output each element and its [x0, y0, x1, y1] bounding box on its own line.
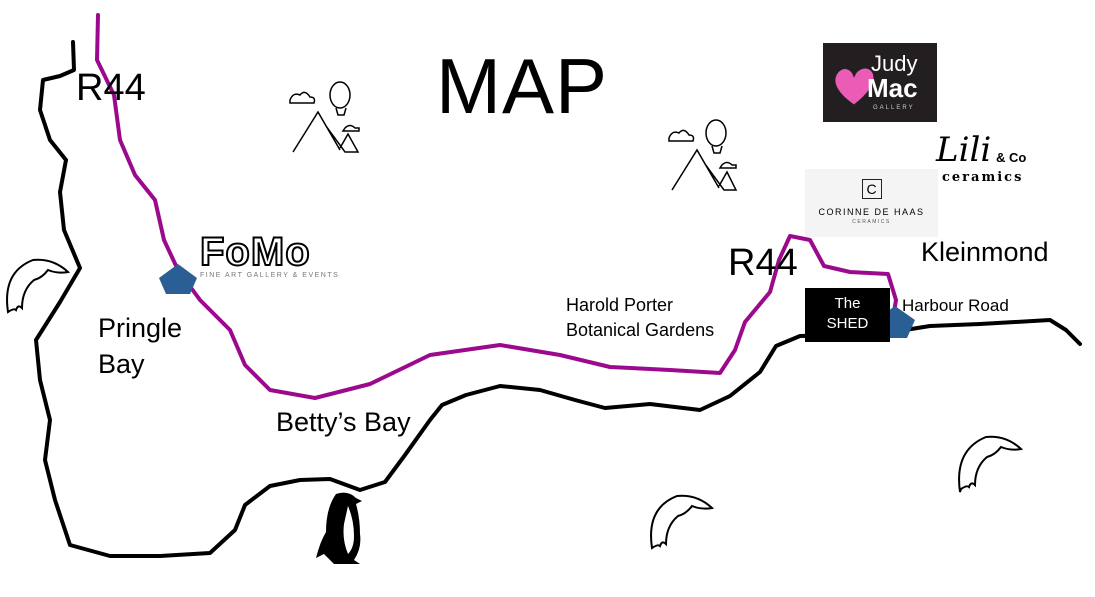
- lili-text: Lili: [936, 130, 992, 170]
- fomo-name: FoMo: [199, 230, 311, 274]
- lili-co-ceramics-logo[interactable]: Lili & Co ceramics: [934, 130, 1034, 188]
- coastline: [34, 40, 1082, 558]
- the-shed-label[interactable]: The SHED: [805, 288, 890, 342]
- judy-text: Judy: [871, 51, 918, 76]
- ceramics-text: ceramics: [942, 170, 1024, 185]
- place-kleinmond: Kleinmond: [921, 237, 1049, 267]
- fomo-tagline: FINE ART GALLERY & EVENTS: [200, 272, 340, 279]
- place-label: Bay: [98, 348, 145, 379]
- place-harbour-road: Harbour Road: [902, 296, 1009, 315]
- place-label: Pringle: [98, 313, 183, 343]
- mac-text: Mac: [867, 73, 918, 103]
- corinne-mark: C: [861, 179, 882, 199]
- place-harold-porter: Harold Porter Botanical Gardens: [566, 293, 714, 343]
- dolphin-icon: [958, 435, 1024, 493]
- fomo-marker[interactable]: [159, 264, 197, 294]
- mountain-balloon-icon: [668, 119, 738, 191]
- dolphin-icon: [650, 494, 715, 550]
- co-text: & Co: [996, 150, 1027, 165]
- mountain-balloon-icon: [289, 81, 360, 153]
- road-r44: [95, 13, 898, 400]
- judy-mac-gallery-logo[interactable]: Judy Mac GALLERY: [823, 43, 937, 122]
- gallery-text: GALLERY: [873, 105, 915, 111]
- map-title: MAP: [436, 42, 609, 130]
- fomo-logo[interactable]: FoMo FINE ART GALLERY & EVENTS: [199, 230, 340, 279]
- place-pringle-bay: Pringle Bay: [98, 313, 183, 379]
- corinne-sub: CERAMICS: [852, 219, 891, 225]
- road-label-r44: R44: [728, 242, 798, 284]
- place-label: Harold Porter: [566, 295, 674, 315]
- shed-text: The: [834, 295, 861, 312]
- shed-text: SHED: [826, 315, 869, 332]
- heart-icon: [834, 67, 875, 106]
- dolphin-icon: [6, 258, 71, 314]
- penguin-icon: [316, 492, 362, 564]
- place-label: Botanical Gardens: [566, 320, 715, 340]
- corinne-name: CORINNE DE HAAS: [818, 207, 925, 217]
- road-label-r44: R44: [76, 67, 146, 109]
- corinne-de-haas-logo[interactable]: C CORINNE DE HAAS CERAMICS: [805, 169, 938, 237]
- place-bettys-bay: Betty’s Bay: [276, 407, 411, 437]
